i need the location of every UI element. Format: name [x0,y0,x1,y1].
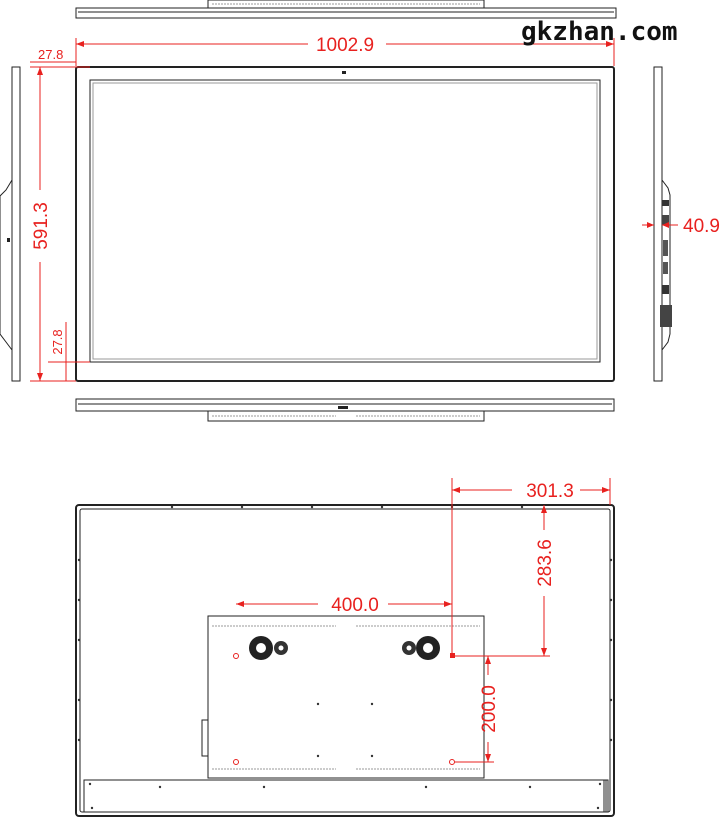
vesa-vertical-label: 200.0 [479,685,500,733]
width-dimension: 1002.9 [75,35,615,66]
rear-view [75,504,615,817]
left-side-view [0,66,21,382]
overall-height-label: 591.3 [31,202,52,250]
bottom-view [75,398,615,422]
offset-top-label: 283.6 [535,539,556,587]
bezel-top-dimension: 27.8 [30,47,90,68]
depth-dimension: 40.9 [642,216,720,237]
offset-right-label: 301.3 [526,481,574,502]
offset-top-dimension: 283.6 [452,505,556,657]
camera-icon [342,71,346,74]
top-view [75,0,617,19]
right-side-view [653,66,672,382]
vesa-horizontal-label: 400.0 [331,595,379,616]
bezel-bottom-dimension: 27.8 [48,322,90,381]
depth-label: 40.9 [683,216,720,237]
front-view [75,66,615,382]
bezel-top-label: 27.8 [38,47,63,62]
offset-right-dimension: 301.3 [451,478,611,656]
bezel-bottom-label: 27.8 [50,329,65,354]
vesa-vertical-dimension: 200.0 [455,656,500,763]
vesa-horizontal-dimension: 400.0 [236,595,452,616]
overall-width-label: 1002.9 [316,35,374,56]
height-dimension: 591.3 [30,67,76,382]
watermark-text: gkzhan.com [521,17,678,47]
